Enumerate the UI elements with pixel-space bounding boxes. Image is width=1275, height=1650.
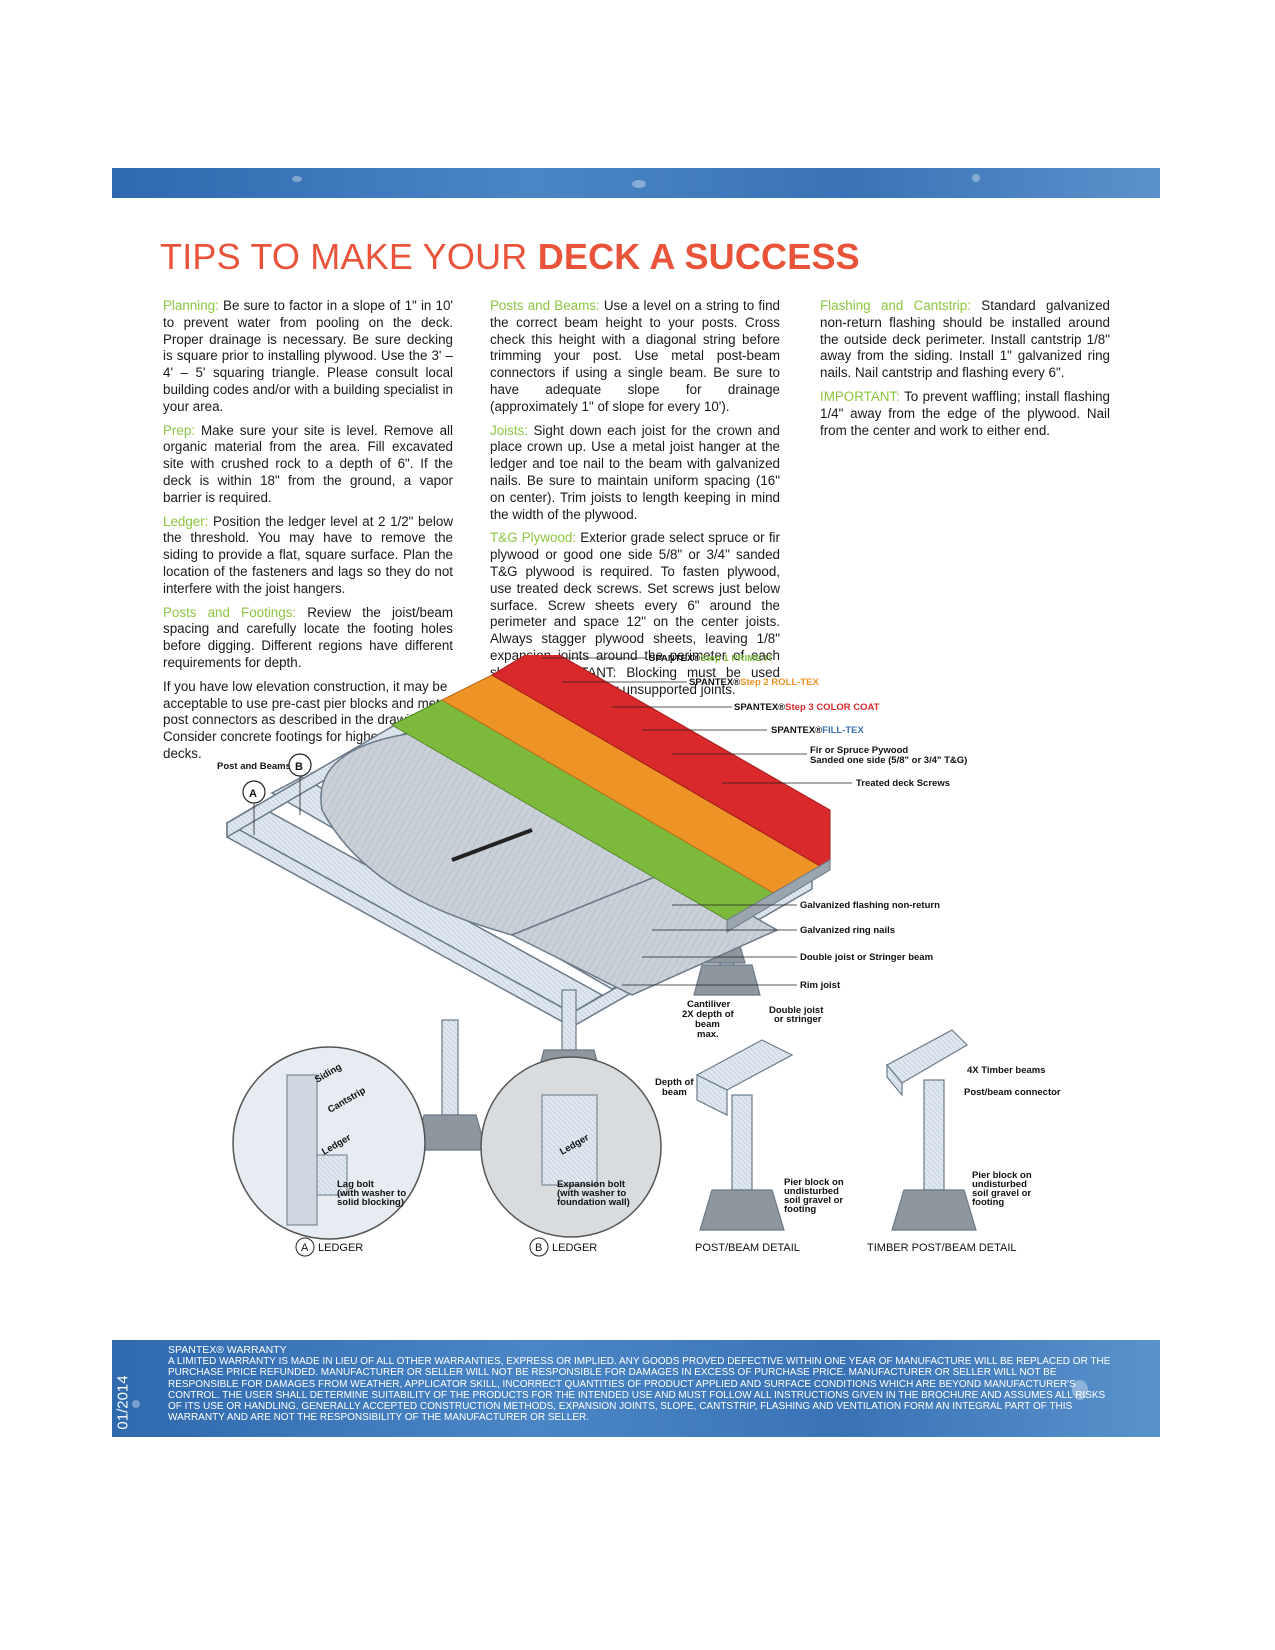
svg-text:beam: beam bbox=[662, 1087, 687, 1098]
post-beams-callouts: Post and Beams B A bbox=[217, 753, 312, 835]
section-important: IMPORTANT: To prevent waffling; install … bbox=[820, 388, 1110, 438]
svg-text:B: B bbox=[535, 1242, 542, 1254]
svg-text:footing: footing bbox=[972, 1197, 1004, 1208]
svg-text:Pier block on: Pier block on bbox=[972, 1170, 1032, 1181]
svg-text:SPANTEX®FILL-TEX: SPANTEX®FILL-TEX bbox=[771, 725, 865, 736]
ledger-detail-a: Siding Cantstrip Ledger Lag bolt (with w… bbox=[232, 1046, 426, 1240]
timber-post-beam-detail: 4X Timber beams Post/beam connector Pier… bbox=[886, 1029, 1061, 1231]
text-column-1: Planning: Be sure to factor in a slope o… bbox=[163, 298, 453, 770]
top-decorative-band bbox=[112, 168, 1160, 198]
svg-text:B: B bbox=[295, 761, 303, 773]
section-joists: Joists: Sight down each joist for the cr… bbox=[490, 422, 780, 522]
text-column-2: Posts and Beams: Use a level on a string… bbox=[490, 298, 780, 705]
svg-text:POST/BEAM DETAIL: POST/BEAM DETAIL bbox=[695, 1242, 800, 1254]
section-posts-beams: Posts and Beams: Use a level on a string… bbox=[490, 298, 780, 414]
coat-strip-red bbox=[491, 655, 831, 871]
svg-text:Fir or Spruce Pywood: Fir or Spruce Pywood bbox=[810, 745, 908, 756]
section-prep: Prep: Make sure your site is level. Remo… bbox=[163, 422, 453, 505]
svg-text:solid blocking): solid blocking) bbox=[337, 1197, 404, 1208]
svg-text:Depth of: Depth of bbox=[655, 1077, 694, 1088]
section-ledger: Ledger: Position the ledger level at 2 1… bbox=[163, 513, 453, 596]
deck-diagram: SPANTEX®Step 1 PRIME-IT SPANTEX®Step 2 R… bbox=[217, 655, 1061, 1257]
svg-text:4X Timber beams: 4X Timber beams bbox=[967, 1065, 1046, 1076]
svg-text:Treated deck Screws: Treated deck Screws bbox=[856, 778, 950, 789]
svg-text:Cantiliver: Cantiliver bbox=[687, 999, 731, 1010]
svg-text:Double joist: Double joist bbox=[769, 1005, 824, 1016]
svg-text:undisturbed: undisturbed bbox=[784, 1186, 839, 1197]
svg-text:LEDGER: LEDGER bbox=[318, 1242, 363, 1254]
svg-text:Double joist or Stringer beam: Double joist or Stringer beam bbox=[800, 952, 933, 963]
svg-text:foundation wall): foundation wall) bbox=[557, 1197, 630, 1208]
expansion-joint bbox=[451, 828, 533, 862]
page-title: TIPS TO MAKE YOUR DECK A SUCCESS bbox=[160, 236, 860, 277]
svg-text:SPANTEX®Step 1 PRIME-IT: SPANTEX®Step 1 PRIME-IT bbox=[649, 655, 773, 664]
svg-text:Galvanized ring nails: Galvanized ring nails bbox=[800, 925, 895, 936]
post-beam-detail: Cantiliver 2X depth of beam max. Double … bbox=[655, 999, 844, 1231]
svg-text:Lag bolt: Lag bolt bbox=[337, 1179, 375, 1190]
svg-text:Rim joist: Rim joist bbox=[800, 980, 841, 991]
ledger-detail-b: Ledger Expansion bolt (with washer to fo… bbox=[480, 1056, 662, 1238]
svg-text:TIMBER POST/BEAM DETAIL: TIMBER POST/BEAM DETAIL bbox=[867, 1242, 1017, 1254]
svg-text:max.: max. bbox=[697, 1029, 719, 1040]
svg-text:soil gravel or: soil gravel or bbox=[784, 1195, 843, 1206]
date-code: 01/2014 bbox=[114, 1375, 132, 1430]
svg-text:A: A bbox=[249, 788, 257, 800]
diagram-captions: A LEDGER B LEDGER POST/BEAM DETAIL TIMBE… bbox=[295, 1237, 1017, 1257]
svg-text:Post/beam connector: Post/beam connector bbox=[964, 1087, 1061, 1098]
svg-text:(with washer to: (with washer to bbox=[557, 1188, 626, 1199]
svg-text:undisturbed: undisturbed bbox=[972, 1179, 1027, 1190]
svg-text:(with washer to: (with washer to bbox=[337, 1188, 406, 1199]
svg-text:footing: footing bbox=[784, 1204, 816, 1215]
text-column-3: Flashing and Cantstrip: Standard galvani… bbox=[820, 298, 1110, 446]
svg-text:SPANTEX®Step 3 COLOR COAT: SPANTEX®Step 3 COLOR COAT bbox=[734, 702, 880, 713]
svg-text:Galvanized flashing non-return: Galvanized flashing non-return bbox=[800, 900, 940, 911]
svg-text:2X depth of: 2X depth of bbox=[682, 1009, 735, 1020]
deck-edge bbox=[726, 859, 831, 933]
section-tg-plywood: T&G Plywood: Exterior grade select spruc… bbox=[490, 530, 780, 697]
warranty-band bbox=[112, 1340, 1160, 1437]
svg-text:Sanded one side (5/8" or 3/4": Sanded one side (5/8" or 3/4" T&G) bbox=[810, 755, 967, 766]
svg-text:A: A bbox=[301, 1242, 309, 1254]
section-planning: Planning: Be sure to factor in a slope o… bbox=[163, 298, 453, 414]
section-posts-footings: Posts and Footings: Review the joist/bea… bbox=[163, 604, 453, 670]
svg-text:LEDGER: LEDGER bbox=[552, 1242, 597, 1254]
section-flashing-cantstrip: Flashing and Cantstrip: Standard galvani… bbox=[820, 298, 1111, 381]
step-labels: SPANTEX®Step 1 PRIME-IT SPANTEX®Step 2 R… bbox=[649, 655, 967, 991]
callout-leaders bbox=[542, 657, 852, 986]
svg-text:SPANTEX®Step 2 ROLL-TEX: SPANTEX®Step 2 ROLL-TEX bbox=[689, 677, 819, 688]
svg-text:Pier block on: Pier block on bbox=[784, 1177, 844, 1188]
svg-text:Expansion bolt: Expansion bolt bbox=[557, 1179, 626, 1190]
svg-text:or stringer: or stringer bbox=[774, 1014, 822, 1025]
svg-text:soil gravel or: soil gravel or bbox=[972, 1188, 1031, 1199]
svg-text:Post and Beams: Post and Beams bbox=[217, 761, 291, 772]
svg-text:beam: beam bbox=[695, 1019, 720, 1030]
warranty-text: SPANTEX® WARRANTY A LIMITED WARRANTY IS … bbox=[168, 1344, 1111, 1424]
